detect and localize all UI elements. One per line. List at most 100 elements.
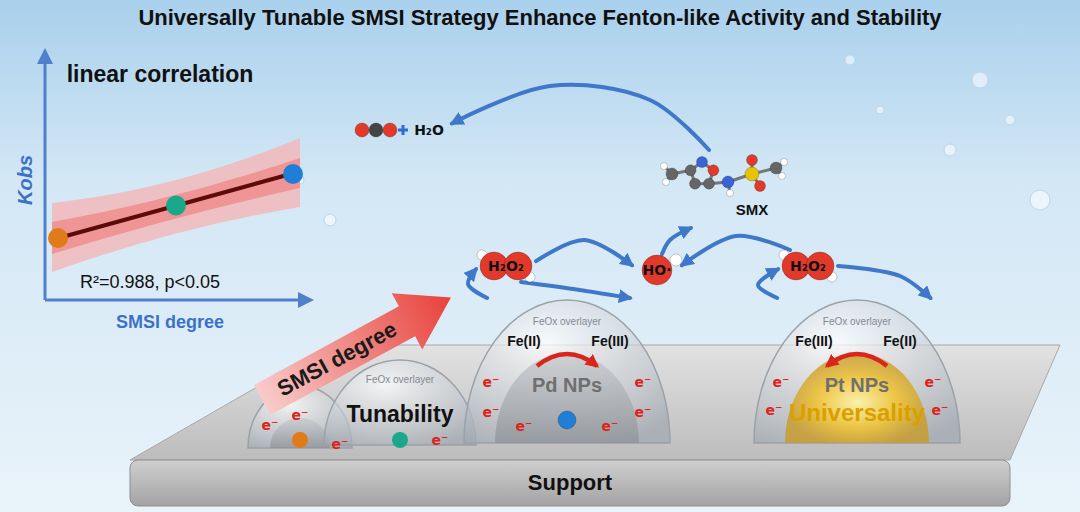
sulfur-atom xyxy=(745,167,759,181)
correlation-chart xyxy=(37,48,314,308)
node-text: FeOx overlayer xyxy=(533,316,601,328)
molecule: H₂O₂ xyxy=(778,250,838,282)
node-text: SMX xyxy=(736,201,769,218)
hydrogen-atom xyxy=(727,190,734,197)
overlayer-dome xyxy=(754,300,960,443)
node-text: FeOx overlayer xyxy=(823,316,891,328)
node-text: Fe(II) xyxy=(507,333,540,349)
reaction-arrow xyxy=(536,240,632,265)
big-arrow xyxy=(247,269,466,428)
carbon-atom xyxy=(369,123,383,137)
axis-head xyxy=(298,292,314,308)
nitrogen-atom xyxy=(722,176,734,188)
carbon-atom xyxy=(770,162,782,174)
reaction-arrow xyxy=(521,282,630,298)
hydrogen-atom xyxy=(781,159,788,166)
oxygen-atom xyxy=(747,155,758,166)
node-text: Fe(II) xyxy=(883,333,916,349)
plus-symbol xyxy=(398,125,408,135)
node-text: Pd NPs xyxy=(532,374,602,397)
electron-label: e⁻ xyxy=(483,404,500,420)
title: Universally Tunable SMSI Strategy Enhanc… xyxy=(138,5,941,31)
products: H₂O xyxy=(352,108,452,152)
y-axis xyxy=(44,62,47,300)
platinum-nanoparticle xyxy=(785,353,929,443)
data-point xyxy=(558,411,576,429)
reaction-arrow xyxy=(662,228,691,254)
node-text: Fe(III) xyxy=(795,333,832,349)
oxygen-atom xyxy=(755,181,766,192)
x-axis xyxy=(45,299,300,302)
text-label: Tunability xyxy=(347,401,454,427)
molecule: H₂O₂ xyxy=(476,250,536,282)
prediction-band xyxy=(52,158,300,254)
electron-label: e⁻ xyxy=(932,402,949,418)
overlayer-dome xyxy=(464,300,670,443)
electron-label: e⁻ xyxy=(432,432,449,448)
hydrogen-atom xyxy=(670,254,682,266)
nitrogen-atom xyxy=(697,157,708,168)
node-text: H₂O₂ xyxy=(790,258,826,274)
pd-dome: FeOx overlayerFe(II) Fe(III) Pd NPs xyxy=(462,298,672,443)
electron-label: e⁻ xyxy=(766,402,783,418)
electron-label: e⁻ xyxy=(773,374,790,390)
smsi-arrow xyxy=(247,269,466,428)
carbon-atom xyxy=(666,168,678,180)
hydrogen-atom xyxy=(779,173,786,180)
text-label: FeOx overlayer xyxy=(366,374,434,386)
electron-label: e⁻ xyxy=(332,436,349,452)
data-point xyxy=(166,196,186,216)
electron-label: e⁻ xyxy=(262,417,279,433)
reaction-arrow xyxy=(838,266,931,298)
electron-label: e⁻ xyxy=(516,418,533,434)
carbon-atom xyxy=(685,165,696,176)
node-text: Support xyxy=(528,470,612,495)
oxygen-atom xyxy=(383,123,397,137)
electron-label: e⁻ xyxy=(635,404,652,420)
node-text: Pt NPs xyxy=(825,374,889,397)
electron-label: e⁻ xyxy=(925,374,942,390)
oxygen-atom xyxy=(355,123,369,137)
electron-label: e⁻ xyxy=(635,374,652,390)
text-label: SMSI degree xyxy=(116,312,224,333)
text-label: R²=0.988, p<0.05 xyxy=(80,272,220,293)
radical: HO· xyxy=(632,254,682,286)
redox-arrow xyxy=(827,354,887,366)
pollutant-molecule-shape xyxy=(660,150,800,228)
electron-label: e⁻ xyxy=(602,418,619,434)
oxygen-atom xyxy=(642,255,672,285)
oxygen-atom xyxy=(708,165,719,176)
data-point xyxy=(48,228,68,248)
hydrogen-atom xyxy=(661,163,668,170)
data-point xyxy=(392,432,408,448)
node-text: HO· xyxy=(643,262,672,278)
carbon-atom xyxy=(704,178,715,189)
node-text: Fe(III) xyxy=(591,333,628,349)
data-point xyxy=(283,164,303,184)
palladium-nanoparticle xyxy=(495,353,639,443)
confidence-band xyxy=(52,138,300,272)
reaction-arrow xyxy=(682,236,790,265)
fit-line xyxy=(55,172,298,239)
hydrogen-atom xyxy=(663,179,670,186)
electron-label: e⁻ xyxy=(292,407,309,423)
node-text: H₂O₂ xyxy=(488,258,524,274)
carbon-atom xyxy=(690,178,701,189)
electron-label: e⁻ xyxy=(483,374,500,390)
axis-head xyxy=(37,48,53,64)
pollutant-molecule: SMX xyxy=(660,150,800,228)
redox-arrow xyxy=(537,354,597,366)
support-slab: Support xyxy=(130,460,1010,506)
text-label: SMSI degree xyxy=(273,316,401,401)
reaction-arrow xyxy=(452,85,709,150)
reaction-arrow xyxy=(758,269,778,298)
node-text: H₂O xyxy=(414,122,444,138)
text-label: linear correlation xyxy=(67,61,254,87)
text-label: Universality xyxy=(789,399,925,427)
support-front xyxy=(130,460,1010,506)
bubbles xyxy=(296,55,1050,226)
text-label: Kobs xyxy=(14,155,37,205)
